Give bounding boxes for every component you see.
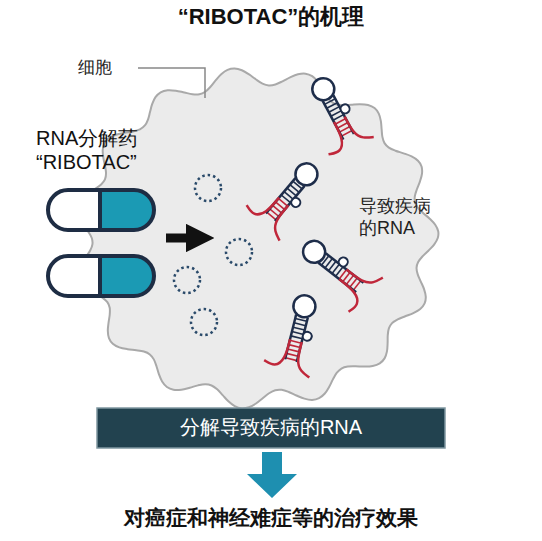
down-arrow xyxy=(247,452,297,498)
cell: 细胞导致疾病 的RNA xyxy=(75,68,437,408)
rna-strand xyxy=(266,178,296,213)
base-pair xyxy=(284,192,293,200)
base-pair xyxy=(329,107,340,113)
base-pair xyxy=(290,340,302,343)
base-pair xyxy=(353,281,360,290)
band-fill xyxy=(97,408,445,448)
hairpin-loop xyxy=(308,74,338,104)
rna-hairpin xyxy=(263,289,329,377)
rna-tail xyxy=(294,342,317,378)
base-pair xyxy=(273,205,282,213)
base-pair xyxy=(267,212,276,220)
base-pair xyxy=(321,256,328,265)
rna-tail xyxy=(346,257,382,290)
base-pair xyxy=(285,358,297,361)
rna-tail xyxy=(327,279,363,313)
rna-group xyxy=(243,69,383,377)
capsule-teal-half xyxy=(100,190,154,230)
rna-strand xyxy=(326,253,364,283)
blob-outline xyxy=(75,68,437,408)
capsule xyxy=(48,256,154,296)
base-pair xyxy=(343,272,350,281)
effect-text: 对癌症和神经难症等的治疗效果 xyxy=(0,505,542,530)
capsule-white-half xyxy=(48,190,100,230)
base-pair xyxy=(275,202,284,210)
entry-arrow xyxy=(166,234,200,243)
rna-strand xyxy=(275,186,305,221)
cell-membrane xyxy=(76,68,438,408)
hairpin-loop xyxy=(299,236,330,267)
rna-tail xyxy=(245,185,279,220)
base-pair xyxy=(292,332,304,335)
rna-strand xyxy=(285,315,296,360)
base-pair xyxy=(335,119,346,125)
base-pair xyxy=(287,353,299,356)
drug-molecule xyxy=(174,267,200,293)
base-pair xyxy=(290,185,299,193)
base-pair xyxy=(337,123,348,129)
base-pair xyxy=(294,323,306,326)
base-pair xyxy=(339,270,346,279)
title: “RIBOTAC”的机理 xyxy=(0,4,542,30)
hairpin-loop xyxy=(291,159,322,190)
base-pair xyxy=(293,181,302,189)
base-pair xyxy=(350,278,357,287)
rna-tail xyxy=(267,205,300,240)
rna-hairpin xyxy=(289,228,382,316)
cell-label: 细胞 xyxy=(78,58,138,78)
rna-strand xyxy=(333,95,354,134)
base-pair xyxy=(339,127,350,133)
base-pair xyxy=(278,198,287,206)
bulge-loop xyxy=(302,331,313,342)
base-pair xyxy=(336,267,343,276)
rna-tail xyxy=(264,334,290,367)
base-pair xyxy=(341,131,352,137)
down-arrow-shape xyxy=(247,452,297,498)
rna-tail xyxy=(345,109,374,145)
base-pair xyxy=(333,115,344,121)
base-pair xyxy=(331,111,342,117)
capsule-white-half xyxy=(48,256,100,296)
rna-label: 导致疾病 的RNA xyxy=(359,196,437,239)
base-pair xyxy=(281,195,290,203)
leader-line xyxy=(138,68,205,98)
drug-molecule xyxy=(195,175,221,201)
result-band: 分解导致疾病的RNA xyxy=(97,408,445,448)
base-pair xyxy=(289,345,301,348)
base-pair xyxy=(327,103,338,109)
capsule-teal-half xyxy=(100,256,154,296)
bulge-loop xyxy=(339,103,351,115)
bulge-loop xyxy=(337,256,350,269)
band-text: 分解导致疾病的RNA xyxy=(97,415,445,439)
rna-tail xyxy=(316,122,347,156)
bulge-loop xyxy=(289,196,302,209)
base-pair xyxy=(288,349,300,352)
base-pair xyxy=(293,327,305,330)
base-pair xyxy=(329,261,336,270)
drug-molecule xyxy=(226,239,252,265)
base-pair xyxy=(295,318,307,321)
drug-molecule xyxy=(191,309,217,335)
base-pair xyxy=(270,209,279,217)
base-pair xyxy=(346,275,353,284)
rna-strand xyxy=(323,101,344,140)
base-pair xyxy=(287,188,296,196)
capsule xyxy=(48,190,154,230)
base-pair xyxy=(325,259,332,268)
drug-label: RNA分解药 “RIBOTAC” xyxy=(36,126,154,174)
base-pair xyxy=(332,264,339,273)
base-pair xyxy=(291,336,303,339)
hairpin-loop xyxy=(291,293,318,320)
rna-hairpin xyxy=(243,149,331,240)
rna-hairpin xyxy=(295,69,374,160)
rna-strand xyxy=(297,317,308,362)
rna-strand xyxy=(318,263,356,293)
base-pair xyxy=(325,99,336,105)
